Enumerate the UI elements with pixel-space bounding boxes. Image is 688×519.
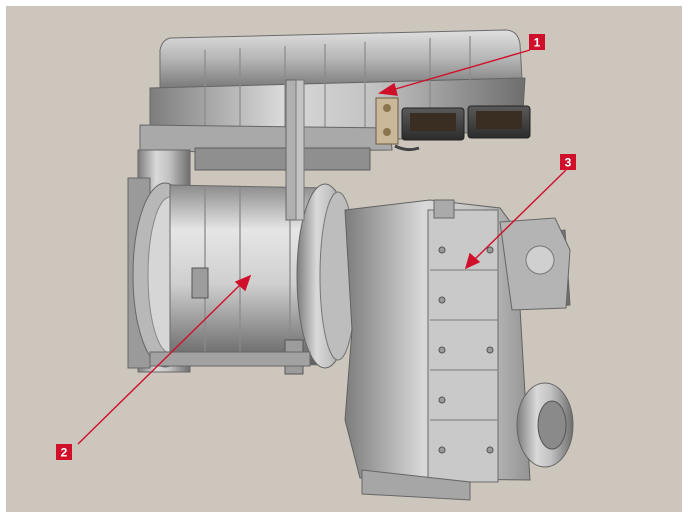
callout-leader-3 xyxy=(473,169,567,261)
callout-number-2: 2 xyxy=(61,446,68,460)
callout-arrowhead-3 xyxy=(464,252,481,270)
callout-1: 1 xyxy=(529,34,545,50)
callout-arrowhead-2 xyxy=(234,274,252,292)
callout-badge-2 xyxy=(56,444,72,460)
callout-arrowhead-1 xyxy=(377,82,398,96)
callout-3: 3 xyxy=(560,154,576,170)
callout-badge-1 xyxy=(529,34,545,50)
callout-number-1: 1 xyxy=(534,36,541,50)
callout-badge-3 xyxy=(560,154,576,170)
inverter-unit xyxy=(139,29,531,171)
callout-2: 2 xyxy=(56,444,72,460)
callout-number-3: 3 xyxy=(565,156,572,170)
callout-leader-2 xyxy=(77,282,243,445)
callout-leader-1 xyxy=(391,49,531,91)
transmission-unit xyxy=(344,199,574,501)
electric-motor-unit xyxy=(127,79,357,375)
callout-leaders xyxy=(77,49,567,445)
